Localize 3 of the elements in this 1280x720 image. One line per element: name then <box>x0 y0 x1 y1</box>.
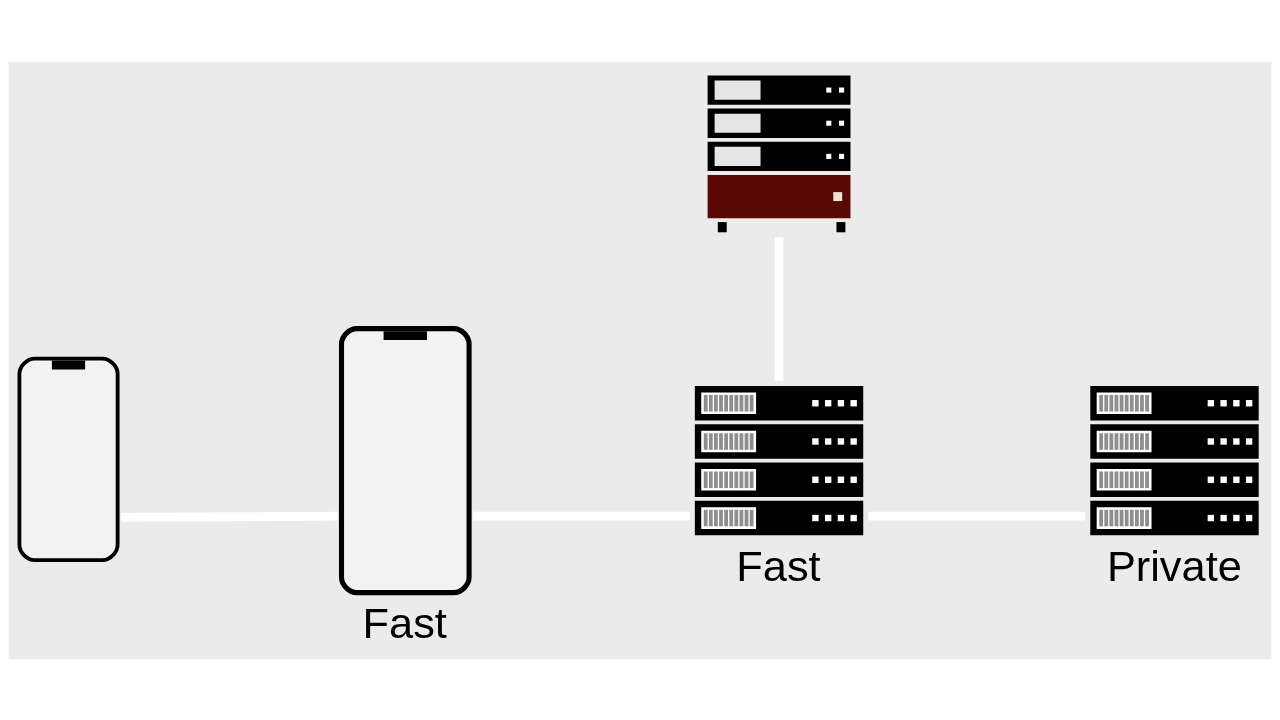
node-label: Fast <box>362 598 447 647</box>
node-label: Fast <box>736 541 821 590</box>
node-label: Private <box>1106 541 1242 590</box>
